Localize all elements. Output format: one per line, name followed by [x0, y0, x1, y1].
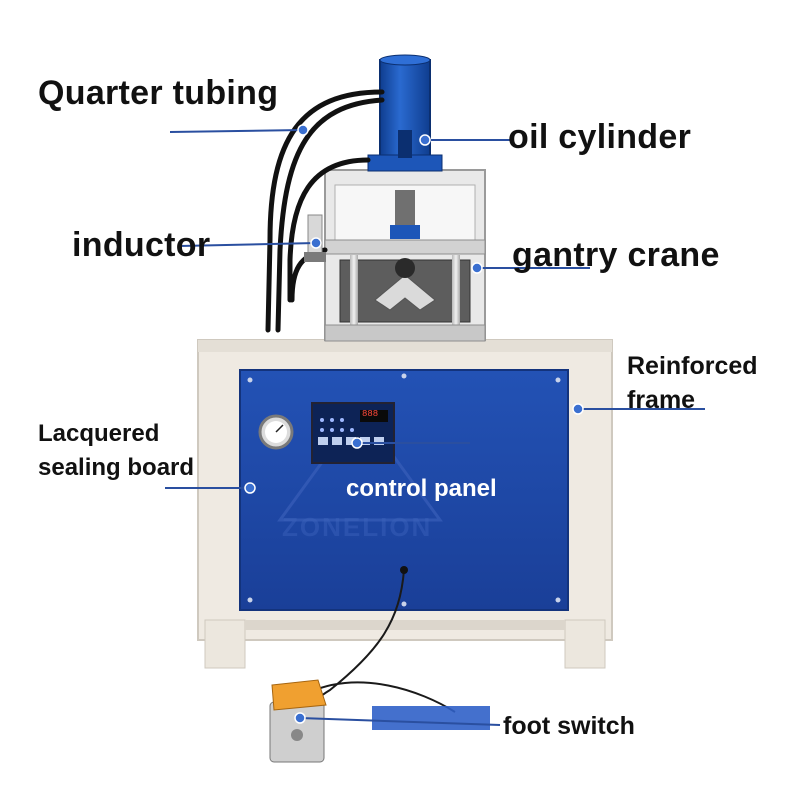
gantry-crane [324, 169, 486, 342]
label-sealing-board-line2: sealing board [38, 454, 195, 481]
label-quarter-tubing: Quarter tubing [38, 74, 279, 112]
foot-switch [269, 679, 327, 763]
label-control-panel: control panel [346, 475, 497, 502]
control-display [311, 402, 395, 464]
blurred-text-overlay [372, 706, 490, 730]
label-foot-switch: foot switch [503, 712, 635, 740]
cable-gland-icon [400, 566, 408, 574]
label-sealing-board-line1: Lacquered [38, 420, 160, 447]
callout-lines [165, 129, 705, 726]
quarter-tubing [265, 89, 385, 333]
label-reinforced-frame-line1: Reinforced [627, 352, 758, 380]
label-reinforced-frame-line2: frame [627, 386, 696, 414]
label-gantry-crane: gantry crane [512, 236, 720, 274]
display-readout: 888 [362, 409, 379, 419]
watermark: ZONELION [282, 512, 433, 542]
oil-cylinder [367, 54, 443, 172]
label-inductor: inductor [72, 226, 211, 264]
pressure-gauge-icon [258, 414, 294, 450]
callout-dots [244, 124, 584, 724]
label-oil-cylinder: oil cylinder [508, 118, 692, 156]
